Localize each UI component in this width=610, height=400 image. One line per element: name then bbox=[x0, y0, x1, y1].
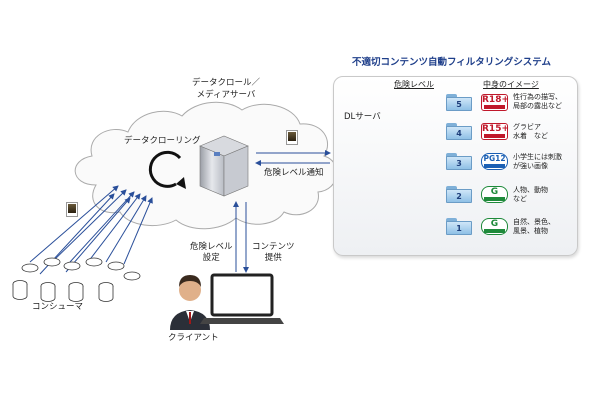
danger-level-header: 危険レベル bbox=[394, 80, 434, 89]
content-image-header: 中身のイメージ bbox=[483, 80, 539, 89]
photo-thumbnail bbox=[66, 202, 78, 217]
crawl-server-icon bbox=[199, 135, 249, 197]
level-description: 人物、動物 など bbox=[513, 186, 548, 203]
client-label: クライアント bbox=[168, 333, 219, 343]
rating-badge: G bbox=[481, 186, 508, 203]
folder-icon: 2 bbox=[446, 186, 472, 203]
level-number: 5 bbox=[446, 97, 472, 111]
crawling-label: データクローリング bbox=[124, 136, 201, 146]
danger-notice-label: 危険レベル通知 bbox=[264, 168, 324, 178]
photo-thumbnail bbox=[286, 130, 298, 145]
consumer-arrows bbox=[29, 185, 153, 275]
provide-content-label: コンテンツ 提供 bbox=[252, 242, 295, 263]
folder-icon: 5 bbox=[446, 94, 472, 111]
level-number: 3 bbox=[446, 156, 472, 170]
rating-badge: G bbox=[481, 218, 508, 235]
rating-badge: R15+ bbox=[481, 123, 509, 140]
dl-server-label: DLサーバ bbox=[344, 112, 381, 122]
folder-icon: 1 bbox=[446, 218, 472, 235]
level-number: 4 bbox=[446, 126, 472, 140]
set-level-label: 危険レベル 設定 bbox=[190, 242, 233, 263]
rating-badge: PG12 bbox=[481, 153, 508, 170]
level-description: 自然、景色、 風景、植物 bbox=[513, 218, 555, 235]
client-person-icon bbox=[170, 275, 210, 330]
system-title: 不適切コンテンツ自動フィルタリングシステム bbox=[352, 57, 552, 68]
crawl-server-label: データクロール／ メディアサーバ bbox=[192, 78, 261, 100]
crawl-cycle-icon bbox=[148, 150, 182, 188]
level-description: 性行為の描写、 局部の露出など bbox=[513, 93, 562, 110]
level-description: グラビア 水着 など bbox=[513, 123, 548, 140]
consumer-figures bbox=[12, 257, 141, 302]
level-number: 1 bbox=[446, 221, 472, 235]
level-description: 小学生には刺激 が強い画像 bbox=[513, 153, 562, 170]
rating-badge: R18+ bbox=[481, 94, 509, 111]
folder-icon: 4 bbox=[446, 123, 472, 140]
client-laptop-icon bbox=[200, 273, 284, 324]
level-number: 2 bbox=[446, 189, 472, 203]
folder-icon: 3 bbox=[446, 153, 472, 170]
consumer-label: コンシューマ bbox=[32, 302, 84, 312]
